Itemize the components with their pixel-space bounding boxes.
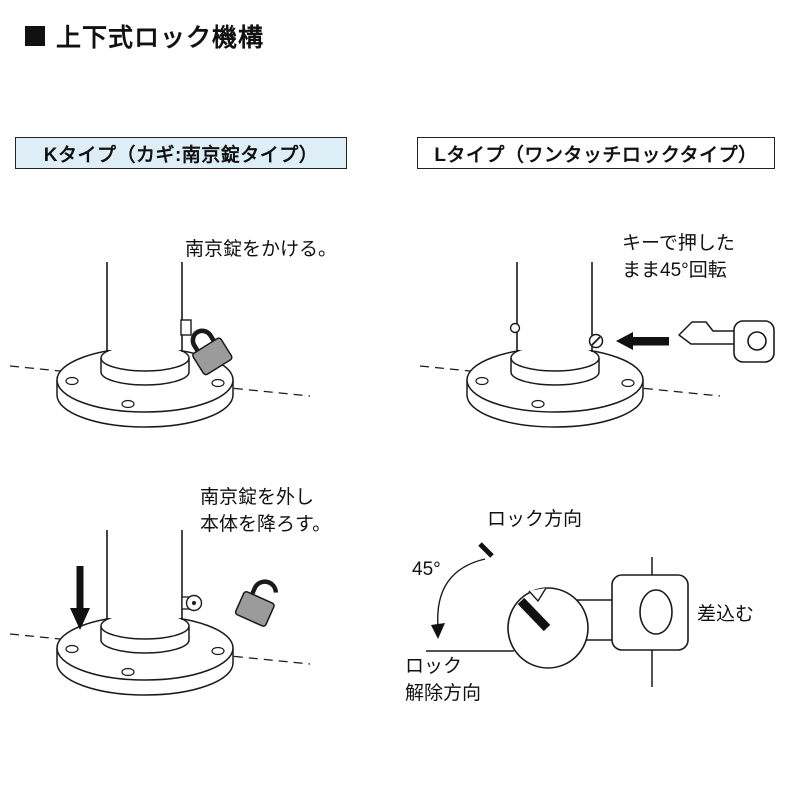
post [106,530,183,620]
lock-direction-label: ロック方向 [487,509,583,530]
release-button [509,322,521,334]
collar [510,344,600,386]
k-step2-drawing [9,530,311,696]
l-type-header: Lタイプ（ワンタッチロックタイプ） [417,137,775,169]
lock-direction-tick [478,542,494,558]
k-step1-caption: 南京錠をかける。 [185,239,338,260]
collar [100,344,190,386]
k-step2-caption-line1: 南京錠を外し [200,487,315,508]
unlock-direction-label: ロック 解除方向 [405,653,481,707]
title-square-icon [25,26,45,46]
collar [100,612,190,654]
key-cylinder-body [577,574,689,651]
l-step1-caption: キーで押した まま45°回転 [622,230,735,284]
l-step1-caption-line1: キーで押した [622,233,735,254]
l-type-header-label: Lタイプ（ワンタッチロックタイプ） [434,144,758,166]
l-step1-caption-line2: まま45°回転 [622,260,727,281]
padlock-open-icon [234,579,279,627]
lock-pin-tab [181,594,203,612]
lock-tab [180,319,192,336]
k-step2-caption-line2: 本体を降ろす。 [200,514,332,535]
keyhole [588,333,604,349]
page-title: 上下式ロック機構 [25,18,264,54]
k-step2-caption: 南京錠を外し 本体を降ろす。 [200,484,331,538]
k-type-header: Kタイプ（カギ:南京錠タイプ） [15,137,347,169]
lock-cylinder [507,587,589,669]
k-type-header-label: Kタイプ（カギ:南京錠タイプ） [43,144,319,166]
padlock-closed-icon [190,328,233,376]
unlock-direction-line2: 解除方向 [405,683,482,704]
rotation-arc [431,558,486,639]
l-step1-drawing [419,262,775,428]
left-arrow-icon [616,332,669,350]
post [106,262,183,352]
unlock-direction-line1: ロック [405,656,463,677]
l-step2-drawing [426,542,689,687]
k-step1-drawing [9,262,311,428]
post [516,262,593,352]
angle-label: 45° [412,559,441,580]
page-title-text: 上下式ロック機構 [56,24,265,52]
insert-label: 差込む [697,604,755,625]
key-icon [678,320,775,363]
down-arrow-icon [70,566,90,630]
